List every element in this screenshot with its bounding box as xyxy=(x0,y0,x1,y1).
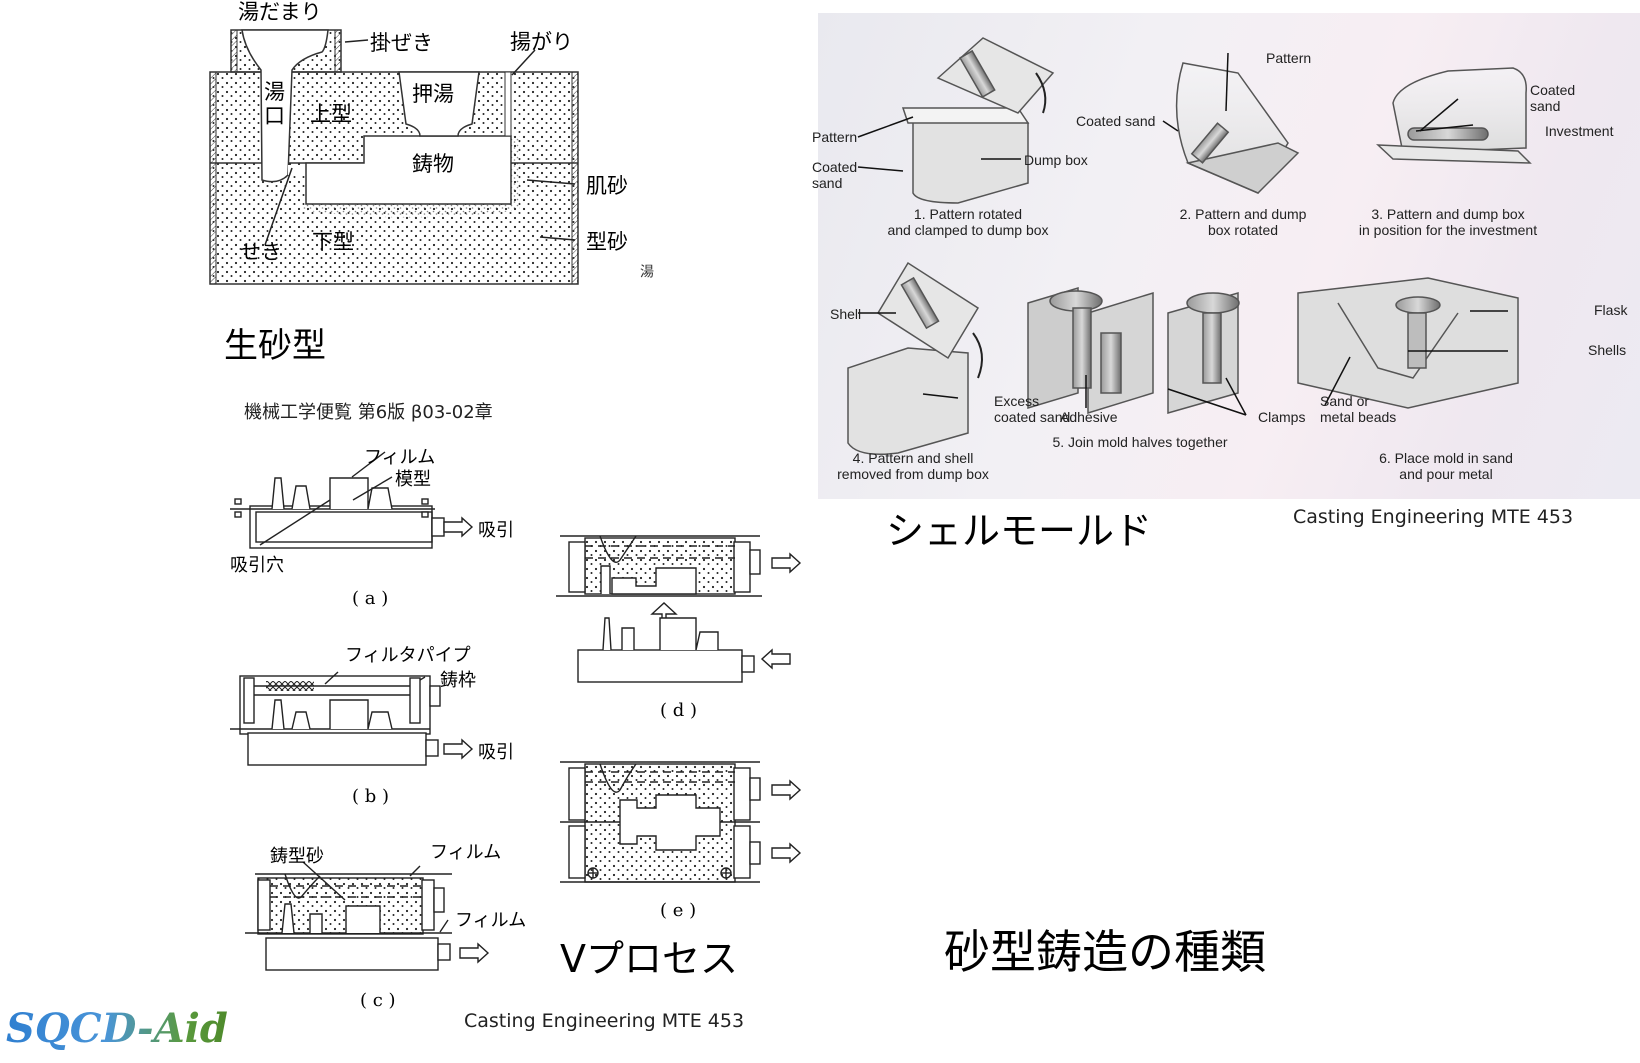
step-1-label-coated-sand: Coated sand xyxy=(812,159,858,191)
caption-d: ( d ) xyxy=(660,700,698,721)
label-facing-sand: 肌砂 xyxy=(586,174,628,198)
label-cope: 上型 xyxy=(310,102,352,126)
label-feeder: 押湯 xyxy=(412,82,454,106)
v-process-title: Vプロセス xyxy=(560,937,738,981)
panel-d-drawing xyxy=(556,535,802,683)
shell-mold-title: シェルモールド xyxy=(886,509,1153,553)
label-basin-frame: 掛ぜき xyxy=(370,31,433,55)
step-4-caption: 4. Pattern and shell removed from dump b… xyxy=(837,450,989,482)
step-4-label-shell: Shell xyxy=(830,306,862,322)
label-a-pattern: 模型 xyxy=(395,469,431,490)
label-c-film-top: フィルム xyxy=(430,842,502,863)
label-c-mold-sand: 鋳型砂 xyxy=(270,846,324,867)
caption-e: ( e ) xyxy=(660,900,697,921)
caption-a: ( a ) xyxy=(352,588,389,609)
v-process-source: Casting Engineering MTE 453 xyxy=(464,1010,745,1032)
label-b-filter-pipe: フィルタパイプ xyxy=(345,645,471,666)
step-3-caption: 3. Pattern and dump box in position for … xyxy=(1358,206,1538,238)
step-5-label-clamps: Clamps xyxy=(1258,409,1306,425)
green-sand-source: 機械工学便覧 第6版 β03-02章 xyxy=(244,402,493,423)
step-2-label-coated-sand: Coated sand xyxy=(1076,113,1156,129)
label-pouring-basin: 湯だまり xyxy=(238,0,322,24)
label-a-film: フィルム xyxy=(364,447,436,468)
v-process-drawing xyxy=(230,451,802,971)
label-casting: 鋳物 xyxy=(412,152,454,176)
step-6-label-shells: Shells xyxy=(1588,342,1627,358)
step-6-illustration xyxy=(1297,277,1519,409)
cut-off-text: 湯 xyxy=(638,264,654,278)
step-3-label-investment: Investment xyxy=(1545,123,1614,139)
shell-mold-drawing xyxy=(847,37,1532,455)
logo: SQCD-Aid xyxy=(6,1005,228,1052)
step-6-caption: 6. Place mold in sand and pour metal xyxy=(1379,450,1513,482)
feeder xyxy=(398,71,480,137)
step-3-illustration xyxy=(1376,67,1532,164)
slide-title: 砂型鋳造の種類 xyxy=(944,925,1266,979)
label-molding-sand: 型砂 xyxy=(586,230,628,254)
label-a-suction: 吸引 xyxy=(478,520,514,541)
step-6-label-sand-beads: Sand or metal beads xyxy=(1320,393,1397,425)
label-c-film-bottom: フィルム xyxy=(455,910,527,931)
sprue xyxy=(241,29,329,183)
step-5-illustration xyxy=(1027,286,1240,415)
label-b-suction: 吸引 xyxy=(478,742,514,763)
step-1-label-dump-box: Dump box xyxy=(1024,152,1088,168)
shell-mold-illustration: Pattern Coated sand Dump box 1. Pattern … xyxy=(812,13,1640,499)
step-2-label-pattern: Pattern xyxy=(1266,50,1312,66)
caption-b: ( b ) xyxy=(352,786,390,807)
label-a-suction-hole: 吸引穴 xyxy=(230,555,284,576)
label-riser-vent: 揚がり xyxy=(510,30,573,54)
step-4-label-excess-sand: Excess coated sand xyxy=(994,393,1071,425)
green-sand-title: 生砂型 xyxy=(224,326,326,366)
step-5-caption: 5. Join mold halves together xyxy=(1052,434,1228,450)
label-drag: 下型 xyxy=(312,230,354,254)
caption-c: ( c ) xyxy=(360,990,396,1011)
label-b-flask: 鋳枠 xyxy=(440,670,476,691)
panel-b-drawing xyxy=(230,671,474,766)
panel-e-drawing xyxy=(560,761,802,883)
step-2-illustration xyxy=(1175,62,1300,194)
label-gate: せき xyxy=(240,240,282,264)
green-sand-mold-drawing xyxy=(209,29,579,285)
step-2-caption: 2. Pattern and dump box rotated xyxy=(1179,206,1307,238)
step-1-caption: 1. Pattern rotated and clamped to dump b… xyxy=(887,206,1049,238)
label-sprue: 湯口 xyxy=(264,80,285,128)
panel-c-drawing xyxy=(245,861,490,971)
shell-mold-source: Casting Engineering MTE 453 xyxy=(1293,506,1574,528)
step-5-label-adhesive: Adhesive xyxy=(1060,409,1118,425)
step-6-label-flask: Flask xyxy=(1594,302,1628,318)
step-1-illustration xyxy=(901,37,1055,204)
panel-a-drawing xyxy=(230,451,474,549)
step-4-illustration xyxy=(847,261,983,455)
step-3-label-coated-sand: Coated sand xyxy=(1530,82,1576,114)
step-1-label-pattern: Pattern xyxy=(812,129,858,145)
